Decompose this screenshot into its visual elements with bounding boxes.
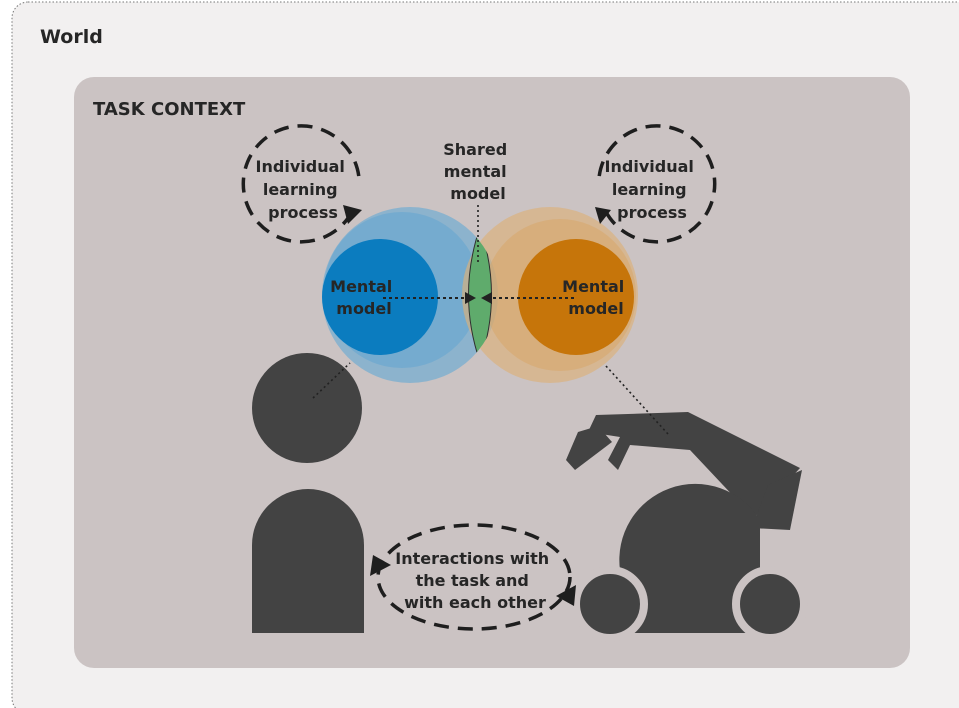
interactions-cycle	[370, 523, 576, 631]
human-mental-model	[322, 239, 438, 355]
arrowhead-icon	[595, 207, 611, 224]
cycle-arrow-icon	[241, 124, 361, 244]
robot-arm-icon	[566, 412, 808, 642]
robot-mental-model-label: Mental model	[562, 277, 630, 318]
human-figure-icon	[252, 353, 364, 633]
shared-mental-model-label: Shared mental model	[443, 140, 512, 203]
arrowhead-icon	[556, 585, 576, 606]
robot-model-pointer	[605, 365, 669, 435]
human-mental-model-label: Mental model	[330, 277, 398, 318]
robot-learning-cycle	[595, 124, 717, 244]
interactions-label: Interactions with the task and with each…	[395, 549, 555, 612]
human-to-shared-arrow	[383, 292, 476, 304]
robot-learning-process-label: Individual learning process	[605, 157, 700, 222]
human-learning-process-label: Individual learning process	[256, 157, 351, 222]
world-label: World	[40, 26, 103, 48]
robot-to-shared-arrow	[481, 292, 574, 304]
arrowhead-icon	[370, 555, 391, 576]
human-learning-cycle	[241, 124, 362, 244]
arrowhead-icon	[481, 292, 492, 304]
arrowhead-icon	[465, 292, 476, 304]
cycle-arrow-icon	[376, 523, 572, 631]
human-model-pointer	[312, 362, 351, 399]
task-context-label: TASK CONTEXT	[93, 99, 246, 120]
cycle-arrow-icon	[597, 124, 717, 244]
robot-mental-model	[518, 239, 634, 355]
arrowhead-icon	[343, 205, 362, 224]
